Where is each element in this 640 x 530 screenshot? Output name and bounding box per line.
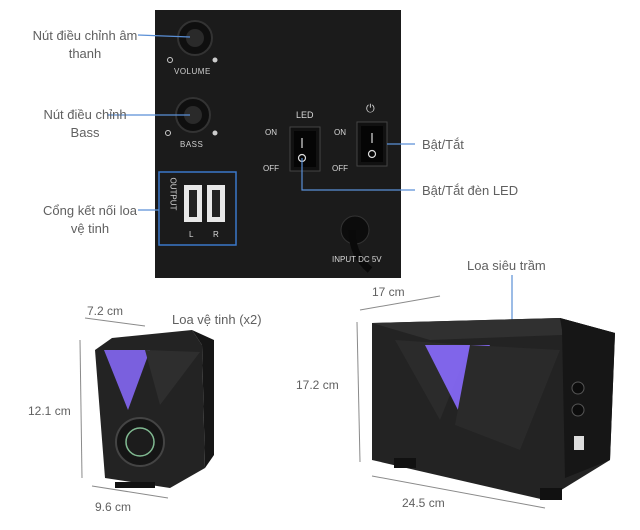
power-symbol-icon: ⏻ [366, 103, 375, 115]
power-off-label: OFF [332, 164, 348, 173]
output-port-group [158, 171, 237, 246]
output-label: OUTPUT [168, 177, 178, 211]
output-right-label: R [213, 230, 219, 239]
output-left-label: L [189, 230, 194, 239]
power-switch [356, 121, 388, 167]
leader-lines [107, 34, 513, 325]
led-label: LED [296, 110, 314, 120]
satellite-speaker [95, 330, 214, 488]
callout-bass-knob: Nút điều chỉnh Bass [43, 107, 127, 140]
subwoofer [372, 318, 615, 500]
volume-label: VOLUME [174, 67, 211, 76]
sub-height-dim: 17.2 cm [296, 378, 339, 392]
bass-knob [165, 97, 218, 136]
callout-power-switch: Bật/Tắt [422, 137, 464, 152]
power-on-label: ON [334, 128, 346, 137]
callout-volume-knob: Nút điều chỉnh âm thanh [32, 28, 138, 61]
satellite-width-dim: 9.6 cm [95, 500, 132, 514]
dimension-lines [79, 295, 546, 509]
led-off-label: OFF [263, 164, 279, 173]
input-label: INPUT DC 5V [332, 255, 382, 264]
bass-label: BASS [180, 140, 204, 149]
callout-subwoofer: Loa siêu trầm [467, 258, 546, 273]
sub-depth-dim: 17 cm [372, 285, 405, 299]
callout-output-port: Cổng kết nối loa vệ tinh [43, 203, 137, 236]
led-on-label: ON [265, 128, 277, 137]
satellite-height-dim: 12.1 cm [28, 404, 71, 418]
satellite-depth-dim: 7.2 cm [87, 304, 124, 318]
dc-cable [340, 215, 373, 273]
led-switch [289, 126, 321, 172]
sub-width-dim: 24.5 cm [402, 496, 445, 510]
callout-satellite: Loa vệ tinh (x2) [172, 312, 262, 327]
volume-knob [167, 20, 218, 63]
callout-led-switch: Bật/Tắt đèn LED [422, 183, 519, 198]
